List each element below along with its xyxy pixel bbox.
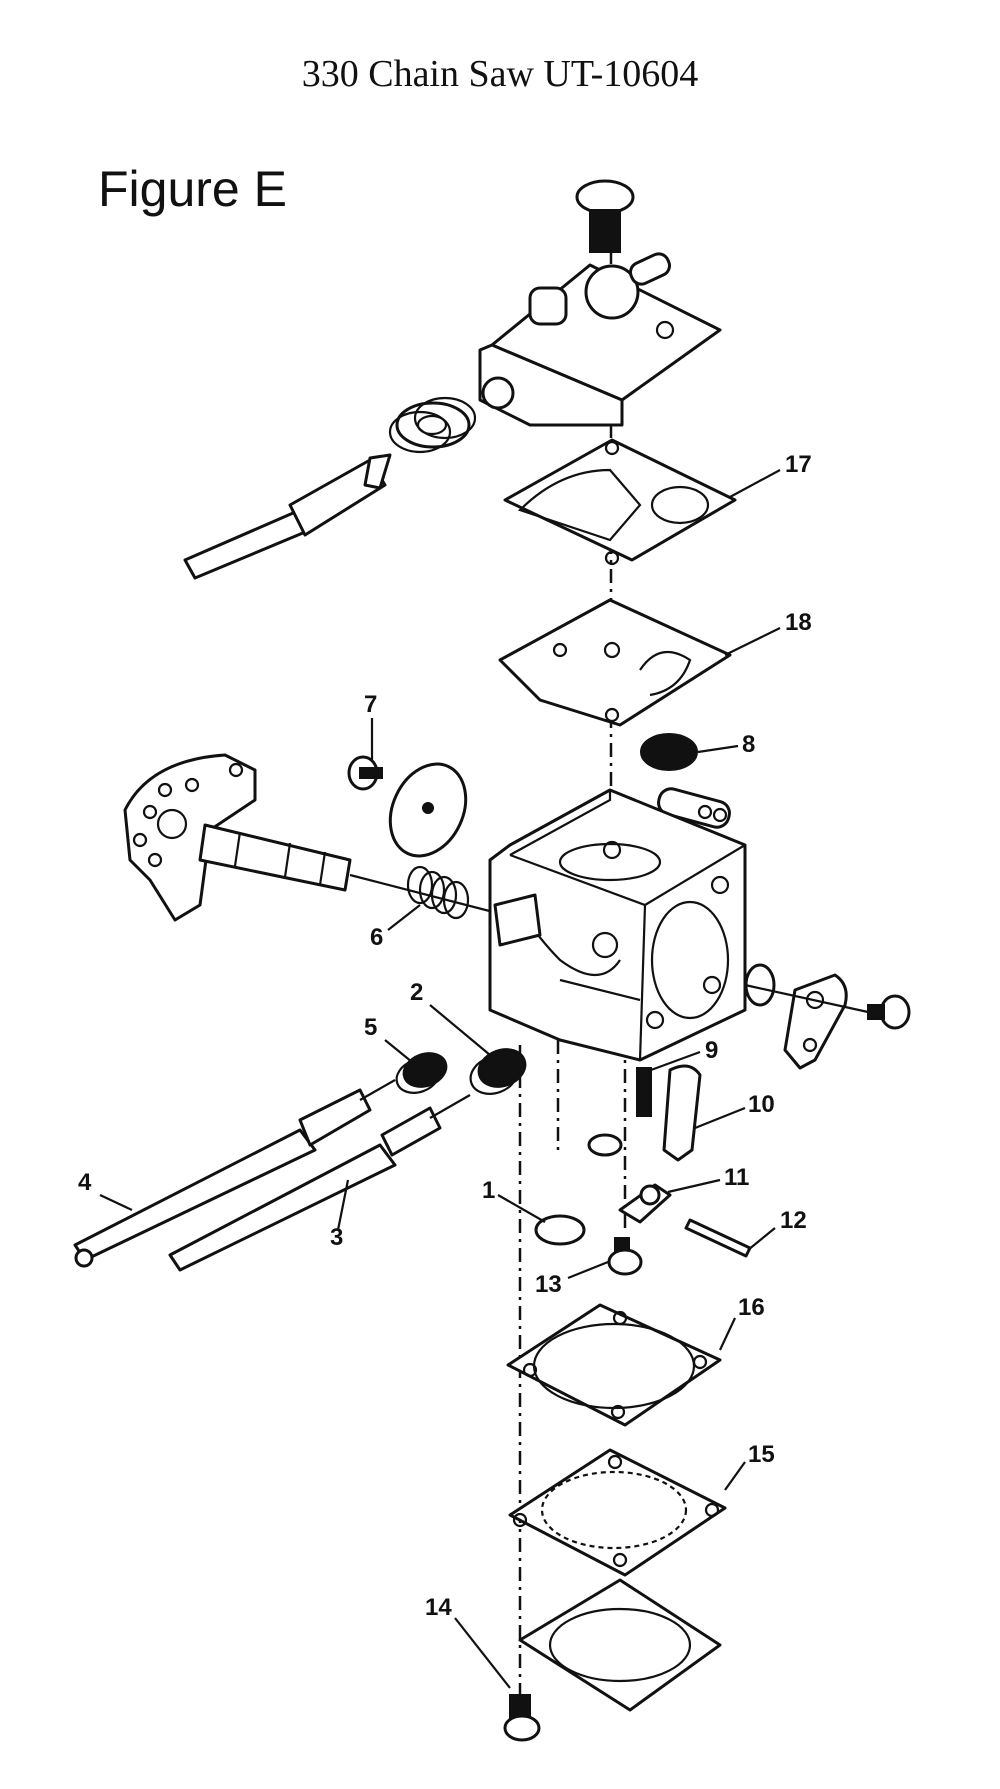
leader-8 — [697, 744, 739, 754]
leader-13 — [567, 1260, 609, 1280]
callout-8: 8 — [742, 731, 755, 758]
callout-10: 10 — [748, 1091, 775, 1118]
throttle-disc — [388, 762, 468, 858]
leader-12 — [747, 1227, 776, 1251]
top-screw — [575, 179, 635, 253]
small-screw-7 — [347, 755, 383, 791]
gasket-18 — [498, 598, 732, 727]
callout-11: 11 — [724, 1164, 749, 1191]
callout-4: 4 — [78, 1169, 92, 1196]
callout-16: 16 — [738, 1294, 765, 1321]
callout-7: 7 — [364, 691, 377, 718]
spring-6 — [406, 865, 470, 920]
page-title: 330 Chain Saw UT-10604 — [301, 53, 699, 95]
leader-5 — [384, 1039, 413, 1063]
leader-1 — [497, 1194, 546, 1223]
choke-lever — [744, 963, 911, 1070]
check-valve-1 — [534, 1214, 586, 1246]
callout-18: 18 — [785, 609, 812, 636]
cover-screw-14 — [503, 1694, 541, 1742]
leader-18 — [724, 627, 781, 656]
small-disc — [587, 1133, 623, 1157]
gasket-16 — [506, 1303, 722, 1427]
callout-6: 6 — [370, 924, 383, 951]
leader-17 — [729, 469, 781, 498]
throttle-shaft — [198, 823, 506, 917]
callout-2: 2 — [410, 979, 423, 1006]
fuel-inlet-fitting — [657, 787, 731, 829]
upper-spring — [388, 396, 477, 454]
callout-3: 3 — [330, 1224, 343, 1251]
metering-lever-11 — [618, 1183, 672, 1224]
leader-14 — [454, 1617, 511, 1689]
callout-13: 13 — [535, 1271, 562, 1298]
leader-15 — [724, 1461, 746, 1491]
callout-15: 15 — [748, 1441, 775, 1468]
callout-1: 1 — [482, 1177, 495, 1204]
spring-5 — [395, 1052, 448, 1094]
lever-screw-13 — [607, 1237, 643, 1276]
callout-9: 9 — [705, 1037, 718, 1064]
leader-4 — [99, 1194, 133, 1211]
mixture-needle-4 — [73, 1079, 396, 1268]
diaphragm-15 — [508, 1448, 727, 1577]
pump-cover — [478, 252, 722, 427]
callout-5: 5 — [364, 1014, 377, 1041]
carburetor-body — [488, 788, 747, 1062]
diaphragm-cover — [518, 1578, 722, 1712]
upper-shaft — [183, 453, 392, 580]
leader-2 — [429, 1004, 491, 1056]
gasket-17 — [503, 438, 737, 566]
leader-3 — [336, 1179, 350, 1231]
leader-6 — [387, 904, 421, 931]
leader-10 — [694, 1106, 746, 1130]
inlet-needle-10 — [662, 1064, 702, 1162]
callout-14: 14 — [425, 1594, 452, 1621]
callout-17: 17 — [785, 451, 812, 478]
figure-label: Figure E — [98, 161, 287, 217]
leader-16 — [719, 1317, 736, 1351]
leader-9 — [650, 1050, 701, 1072]
callout-12: 12 — [780, 1207, 807, 1234]
leader-11 — [667, 1178, 721, 1194]
spring-2 — [469, 1048, 527, 1095]
lever-pin-12 — [684, 1218, 752, 1258]
mixture-needle-3 — [168, 1094, 471, 1272]
plug-8 — [640, 733, 698, 771]
spring-9 — [636, 1067, 652, 1117]
throttle-lever-plate — [123, 753, 257, 922]
